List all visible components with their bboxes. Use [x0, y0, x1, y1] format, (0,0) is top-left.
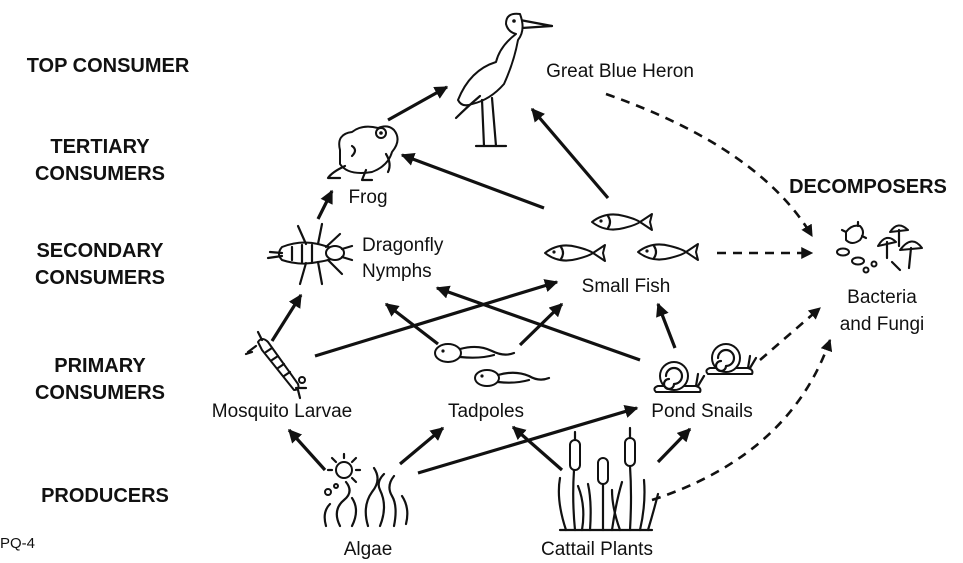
algae-icon [325, 454, 408, 526]
level-label-secondary-line1: SECONDARY [36, 240, 164, 262]
organism-label-frog: Frog [348, 187, 387, 208]
organism-label-small-fish: Small Fish [582, 276, 671, 297]
tadpole-icon [435, 344, 549, 386]
arrow-algae-to-mosquito [289, 430, 325, 470]
organism-label-mosquito: Mosquito Larvae [212, 401, 352, 422]
arrow-algae-to-tadpoles [400, 428, 443, 464]
arrow-mosquito-to-dragonfly [272, 295, 301, 341]
arrow-tadpoles-to-dragonfly [386, 304, 438, 344]
level-label-tertiary-line2: CONSUMERS [35, 163, 165, 185]
decomposers-heading: DECOMPOSERS [789, 176, 947, 198]
level-label-tertiary-line1: TERTIARY [50, 136, 150, 158]
arrow-dragonfly-to-frog [318, 191, 332, 219]
organism-label-heron: Great Blue Heron [546, 61, 694, 82]
level-label-primary-line1: PRIMARY [54, 355, 146, 377]
organism-label-bacteria-line2: and Fungi [840, 314, 925, 335]
mosquito-larva-icon [246, 332, 306, 398]
frog-icon [328, 126, 398, 180]
cattail-icon [559, 428, 658, 530]
fish-icon [545, 214, 698, 261]
bacteria-fungi-icon [837, 222, 922, 273]
arrow-snails-to-dragonfly [437, 288, 640, 360]
level-label-primary-line2: CONSUMERS [35, 382, 165, 404]
arrow-cattail-to-snails [658, 429, 690, 462]
organism-label-dragonfly-line1: Dragonfly [362, 235, 444, 256]
organism-label-bacteria-line1: Bacteria [847, 287, 917, 308]
organism-label-dragonfly-line2: Nymphs [362, 261, 432, 282]
heron-icon [456, 14, 552, 146]
level-label-secondary-line2: CONSUMERS [35, 267, 165, 289]
organism-label-snails: Pond Snails [651, 401, 752, 422]
organism-label-tadpoles: Tadpoles [448, 401, 524, 422]
dashed-arrow-snails-to-decomposers [760, 308, 820, 360]
decomposition-arrows [606, 94, 830, 500]
arrow-snails-to-fish [658, 304, 675, 348]
level-label-top-consumer: TOP CONSUMER [27, 55, 190, 77]
pond-snail-icon [654, 344, 756, 392]
figure-code: PQ-4 [0, 535, 35, 552]
arrow-fish-to-heron [532, 109, 608, 198]
arrow-fish-to-frog [402, 155, 544, 208]
dashed-arrow-heron-to-decomposers [606, 94, 812, 236]
organism-label-algae: Algae [344, 539, 393, 560]
level-label-producers: PRODUCERS [41, 485, 169, 507]
dragonfly-nymph-icon [268, 224, 352, 284]
organism-label-cattail: Cattail Plants [541, 539, 653, 560]
arrow-frog-to-heron [388, 87, 447, 120]
